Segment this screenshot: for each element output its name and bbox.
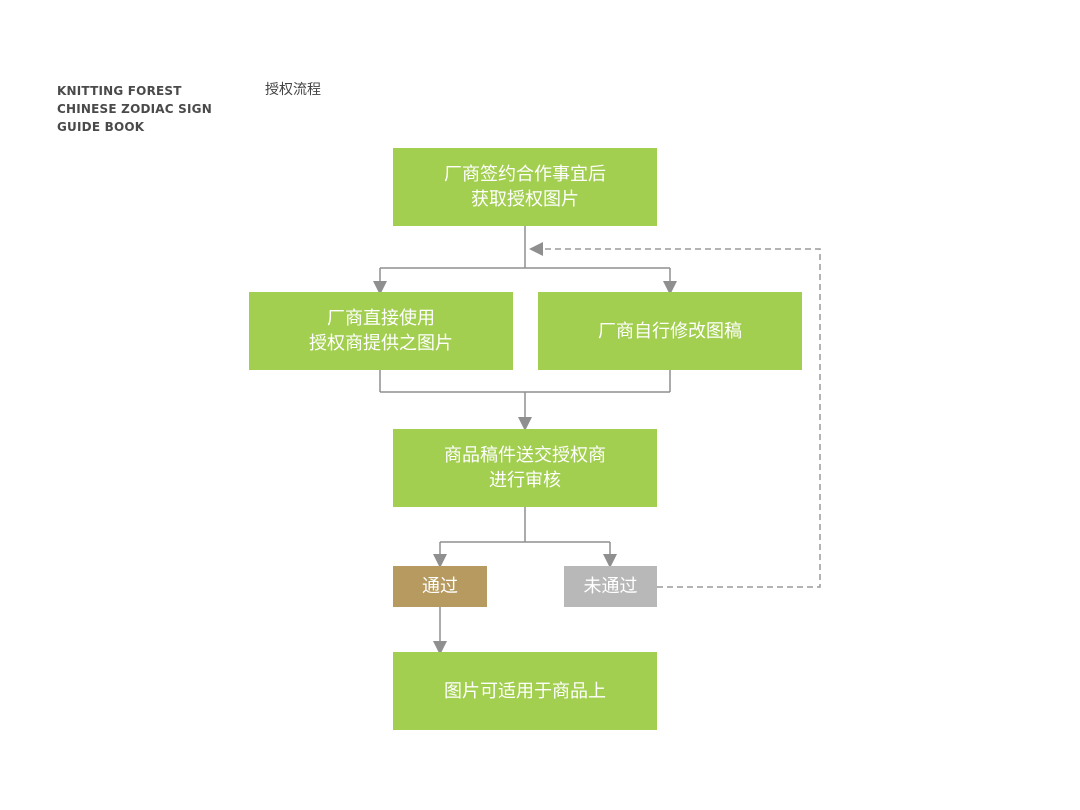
arrowhead-to-direct [373,281,387,295]
arrowhead-to-review [518,417,532,431]
connector-fail-feedback-loop [542,248,821,588]
arrowhead-to-pass [433,554,447,568]
node-text: 通过 [422,576,458,597]
arrowhead-to-final [433,641,447,655]
node-submit-for-review: 商品稿件送交授权商 进行审核 [393,429,657,507]
section-title: 授权流程 [265,82,321,98]
node-text: 未通过 [583,576,638,597]
brand-line-3: GUIDE BOOK [57,120,145,134]
node-text: 进行审核 [489,470,561,491]
node-rejected: 未通过 [564,566,657,607]
node-text: 授权商提供之图片 [309,333,453,354]
node-modify-artwork: 厂商自行修改图稿 [538,292,802,370]
node-text: 商品稿件送交授权商 [444,445,606,466]
node-images-approved-for-products: 图片可适用于商品上 [393,652,657,730]
arrowhead-feedback [529,242,543,256]
node-text: 厂商直接使用 [327,308,435,329]
brand-line-1: KNITTING FOREST [57,84,182,98]
node-use-provided-images: 厂商直接使用 授权商提供之图片 [249,292,513,370]
brand-title: KNITTING FOREST CHINESE ZODIAC SIGN GUID… [57,82,212,136]
brand-line-2: CHINESE ZODIAC SIGN [57,102,212,116]
arrowhead-to-fail [603,554,617,568]
node-approved: 通过 [393,566,487,607]
node-text: 厂商自行修改图稿 [598,320,742,342]
arrowhead-to-modify [663,281,677,295]
node-text: 图片可适用于商品上 [444,680,606,702]
node-text: 厂商签约合作事宜后 [444,164,606,185]
node-text: 获取授权图片 [471,189,579,210]
node-sign-contract: 厂商签约合作事宜后 获取授权图片 [393,148,657,226]
